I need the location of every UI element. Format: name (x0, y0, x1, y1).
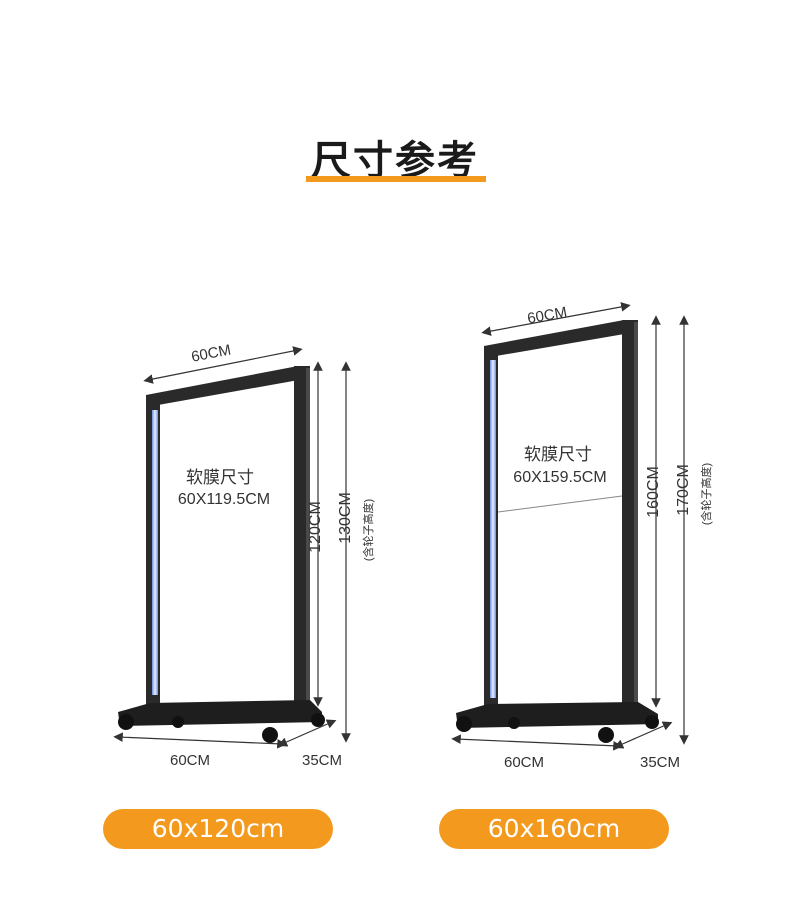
stand-small: 60CM 软膜尺寸 60X119.5CM 120CM 130CM (含轮子高度)… (113, 341, 375, 769)
frame-base (456, 702, 658, 728)
dim-top-width: 60CM (190, 341, 233, 365)
stand-large: 60CM 软膜尺寸 60X159.5CM 160CM 170CM (含轮子高度)… (451, 302, 713, 771)
led-strip (152, 410, 158, 695)
wheel (262, 727, 278, 743)
dim-base-depth: 35CM (640, 754, 680, 771)
frame-base (118, 700, 322, 726)
dim-top-width-line (143, 346, 303, 384)
film-title: 软膜尺寸 (186, 468, 254, 487)
wheel (172, 716, 184, 728)
wheel (311, 713, 325, 727)
film-title: 软膜尺寸 (524, 445, 592, 464)
wheel (598, 727, 614, 743)
frame-top-bar (484, 320, 636, 356)
dim-base-width-line (113, 732, 287, 749)
wheel (508, 717, 520, 729)
film-size: 60X119.5CM (178, 491, 270, 508)
dim-top-width-line (481, 302, 631, 336)
frame-top-bar (146, 366, 310, 405)
film-seam (497, 495, 623, 513)
dim-base-width-line (451, 734, 623, 751)
wheel (456, 716, 472, 732)
dim-base-depth-line (613, 721, 673, 749)
dim-total-height: 130CM (337, 492, 354, 544)
dim-frame-height: 120CM (307, 501, 324, 553)
dim-total-height: 170CM (675, 464, 692, 516)
film-size: 60X159.5CM (513, 469, 606, 486)
led-strip (490, 360, 496, 698)
dim-frame-height: 160CM (645, 466, 662, 518)
dim-base-depth-line (277, 719, 337, 747)
dim-base-width: 60CM (170, 752, 210, 769)
dim-base-width: 60CM (504, 754, 544, 771)
size-option-60x120[interactable]: 60x120cm (103, 809, 333, 849)
dim-top-width: 60CM (526, 304, 568, 328)
dim-total-note: (含轮子高度) (361, 499, 375, 561)
size-option-60x160[interactable]: 60x160cm (439, 809, 669, 849)
title-underline (306, 176, 486, 182)
dim-base-depth: 35CM (302, 752, 342, 769)
dim-total-note: (含轮子高度) (699, 463, 713, 525)
wheel (118, 714, 134, 730)
wheel (645, 715, 659, 729)
